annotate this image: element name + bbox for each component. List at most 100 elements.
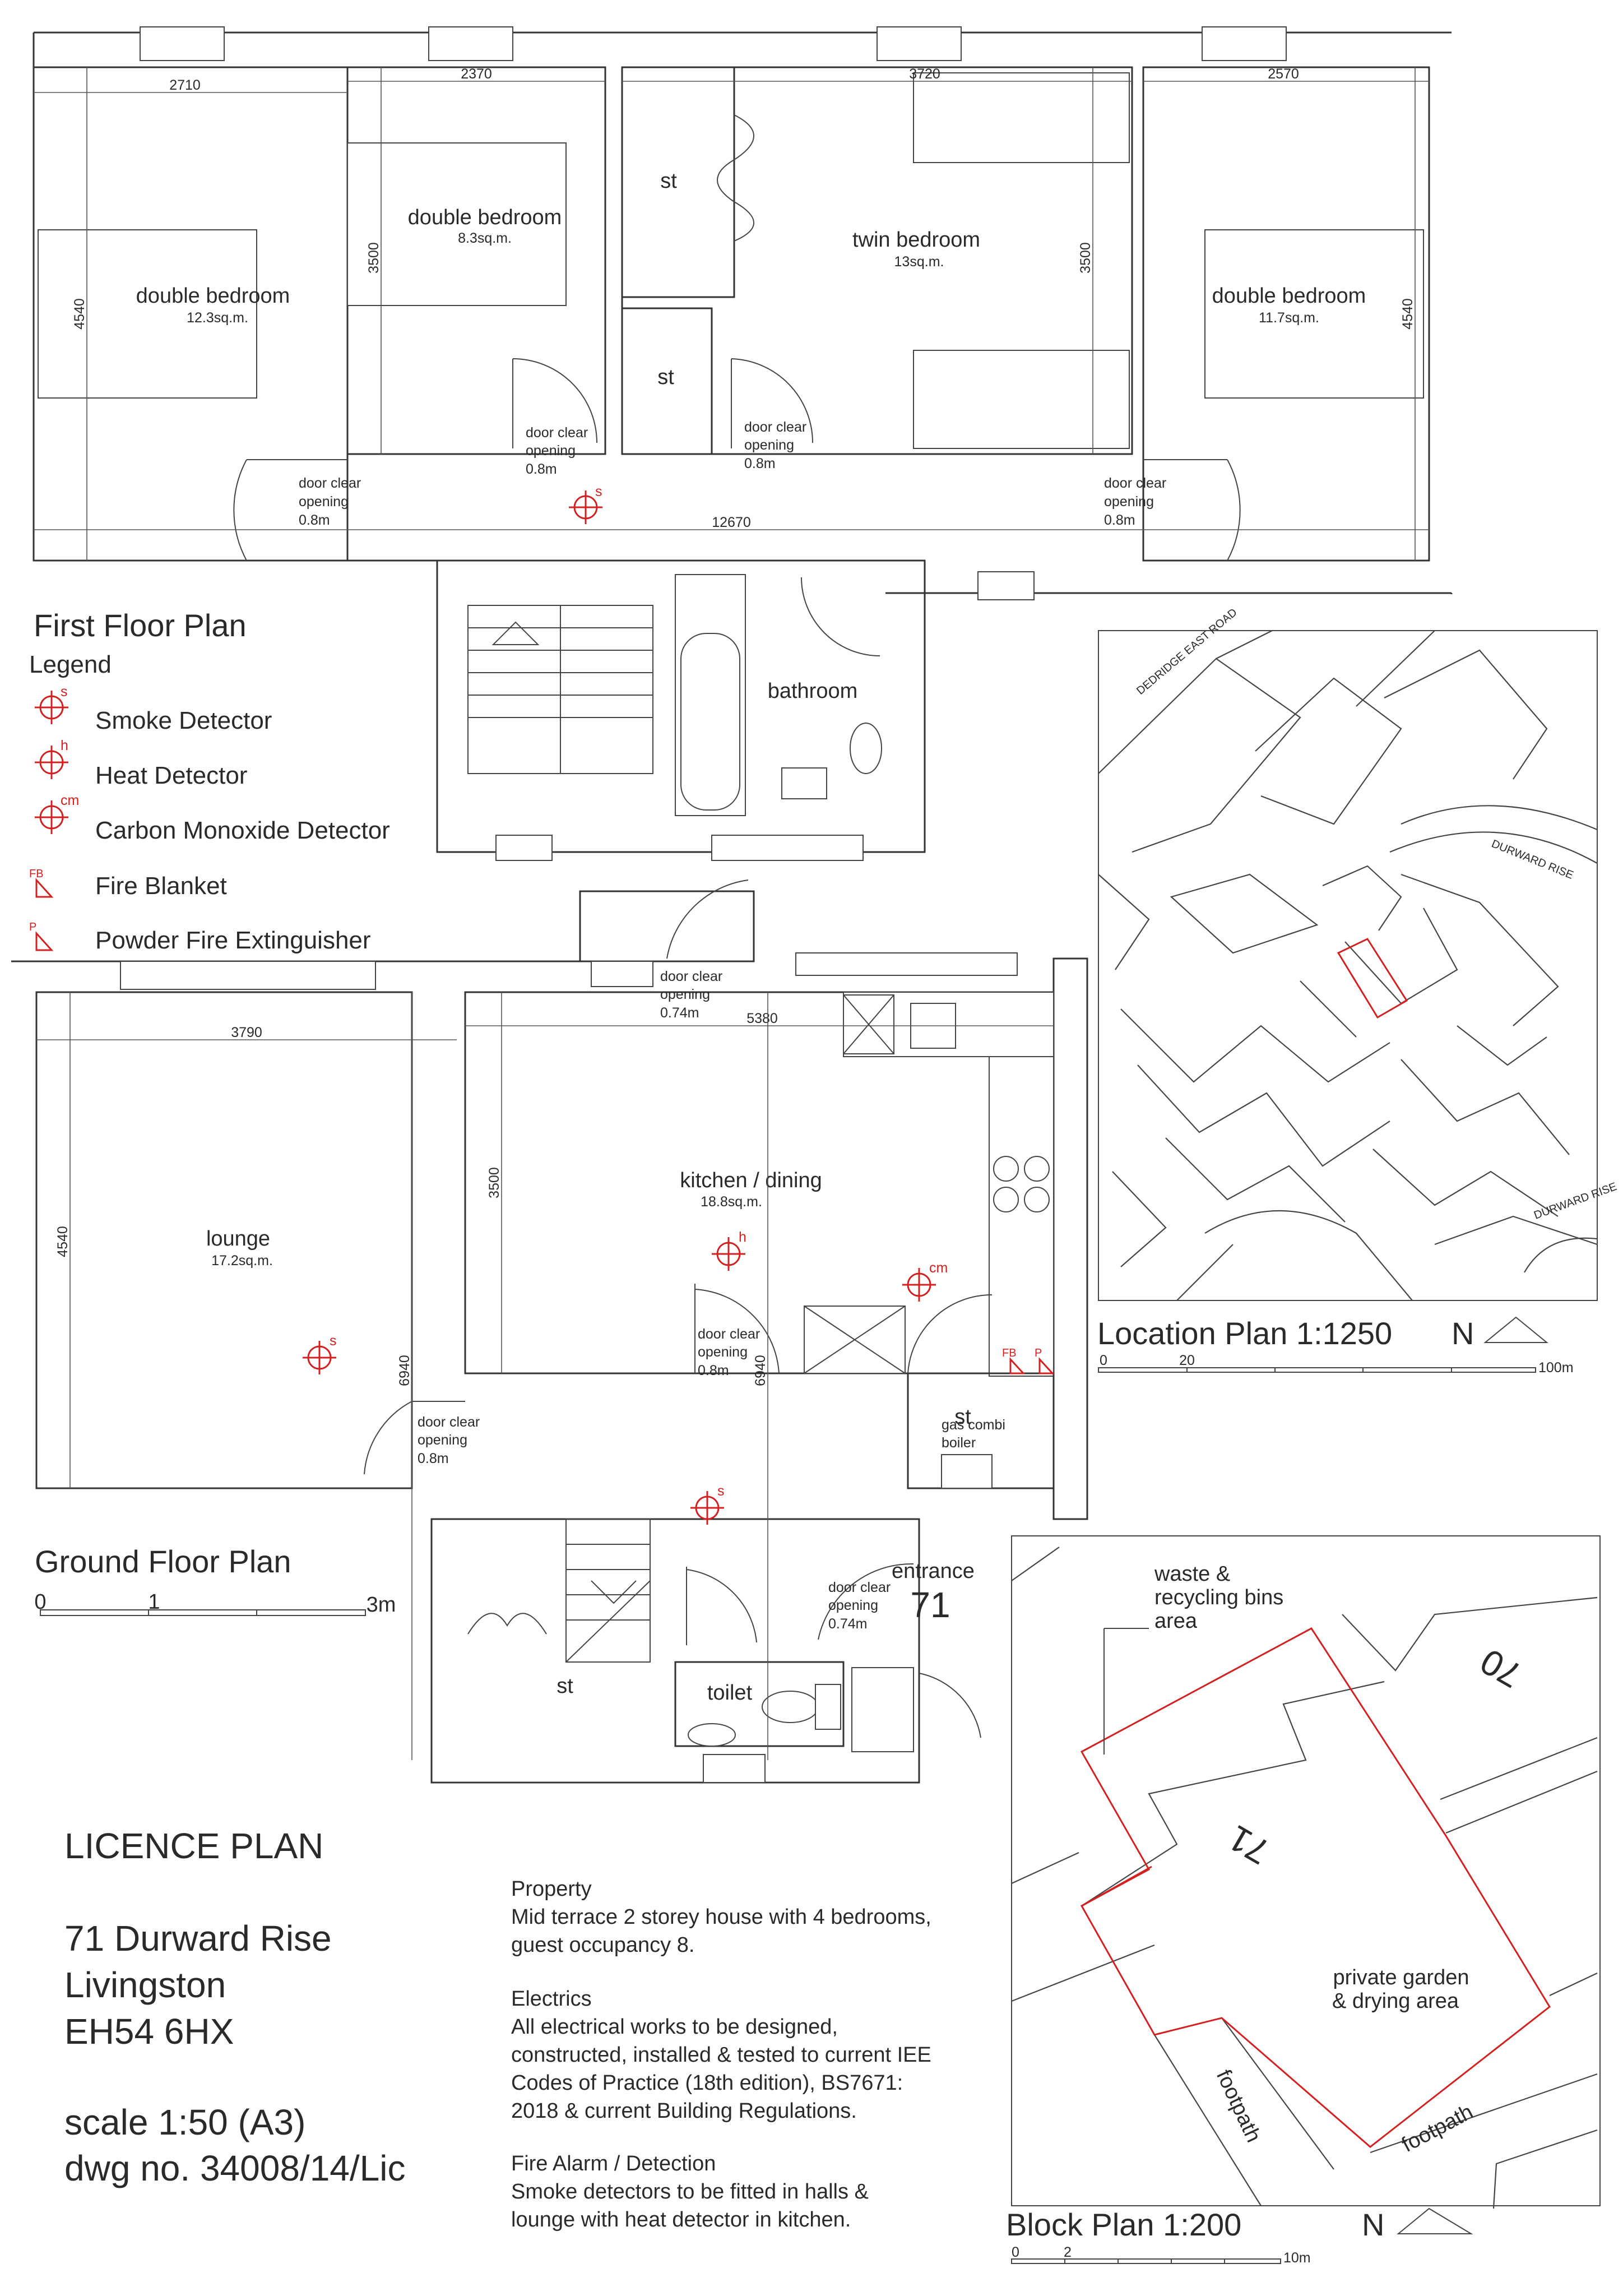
svg-text:17.2sq.m.: 17.2sq.m. (211, 1253, 273, 1269)
svg-text:lounge: lounge (206, 1227, 270, 1251)
svg-text:3m: 3m (367, 1593, 396, 1617)
svg-text:Fire Blanket: Fire Blanket (95, 872, 227, 900)
smoke-detector-icon: s (569, 484, 602, 524)
location-plan: DEDRIDGE EAST ROAD DURWARD RISE DURWARD … (1097, 606, 1619, 1376)
svg-text:door clear: door clear (660, 969, 722, 984)
hob-icon (993, 1156, 1050, 1212)
svg-text:double bedroom: double bedroom (136, 284, 290, 308)
svg-text:Smoke detectors to be fitted i: Smoke detectors to be fitted in halls & (511, 2180, 869, 2204)
first-floor-plan (33, 26, 1453, 861)
svg-text:opening: opening (828, 1598, 878, 1613)
svg-text:70: 70 (1473, 1641, 1528, 1696)
svg-text:0: 0 (34, 1590, 46, 1614)
svg-text:6940: 6940 (397, 1355, 412, 1386)
svg-text:door clear: door clear (299, 475, 361, 491)
carbon-monoxide-detector-icon: cm (902, 1260, 948, 1302)
svg-text:3500: 3500 (486, 1167, 502, 1198)
svg-text:double bedroom: double bedroom (1212, 284, 1366, 308)
legend-fire-blanket: FB Fire Blanket (29, 868, 227, 900)
svg-text:11.7sq.m.: 11.7sq.m. (1259, 310, 1319, 326)
smoke-detector-hall-icon: s (690, 1483, 725, 1525)
svg-text:st: st (657, 365, 674, 389)
svg-text:waste &: waste & (1154, 1562, 1230, 1586)
svg-text:footpath: footpath (1398, 2100, 1477, 2157)
svg-text:constructed, installed & teste: constructed, installed & tested to curre… (511, 2043, 931, 2067)
drawing-number: dwg no. 34008/14/Lic (64, 2148, 405, 2188)
svg-text:h: h (61, 738, 68, 753)
svg-text:opening: opening (698, 1344, 748, 1360)
notes: Property Mid terrace 2 storey house with… (511, 1877, 931, 2232)
svg-text:0.8m: 0.8m (418, 1451, 449, 1466)
svg-text:door clear: door clear (526, 425, 588, 441)
legend-smoke-detector: s Smoke Detector (35, 684, 272, 734)
smoke-detector-lounge-icon: s (303, 1333, 337, 1374)
north-arrow-icon (1483, 1316, 1548, 1343)
svg-text:Carbon Monoxide Detector: Carbon Monoxide Detector (95, 817, 390, 844)
svg-text:cm: cm (61, 793, 79, 808)
svg-text:2710: 2710 (169, 77, 201, 93)
svg-text:0.8m: 0.8m (526, 461, 557, 477)
svg-text:double bedroom: double bedroom (408, 206, 562, 229)
svg-text:2: 2 (1064, 2244, 1072, 2260)
svg-text:Smoke Detector: Smoke Detector (95, 707, 272, 734)
svg-text:opening: opening (744, 437, 794, 453)
block-plan-title: Block Plan 1:200 (1006, 2207, 1241, 2242)
svg-text:Heat Detector: Heat Detector (95, 762, 247, 789)
svg-text:area: area (1154, 1609, 1198, 1633)
svg-text:3500: 3500 (1078, 242, 1093, 274)
svg-text:Electrics: Electrics (511, 1987, 592, 2011)
svg-text:twin bedroom: twin bedroom (852, 228, 980, 252)
address-line-2: Livingston (64, 1965, 226, 2005)
svg-text:0.8m: 0.8m (744, 456, 776, 471)
svg-text:10m: 10m (1283, 2250, 1311, 2266)
svg-text:All electrical works to be des: All electrical works to be designed, (511, 2015, 838, 2039)
svg-text:bathroom: bathroom (768, 679, 858, 703)
svg-text:s: s (61, 684, 68, 700)
north-arrow-block-icon (1397, 2207, 1473, 2234)
svg-text:6940: 6940 (753, 1355, 768, 1386)
svg-text:Fire Alarm / Detection: Fire Alarm / Detection (511, 2152, 716, 2175)
drawing-title: LICENCE PLAN (64, 1826, 323, 1866)
svg-text:0.8m: 0.8m (299, 512, 330, 528)
svg-text:20: 20 (1179, 1353, 1195, 1368)
svg-text:toilet: toilet (707, 1681, 753, 1705)
legend-powder-extinguisher: P Powder Fire Extinguisher (29, 921, 371, 954)
legend-heat-detector: h Heat Detector (35, 738, 247, 789)
svg-text:door clear: door clear (1104, 475, 1166, 491)
svg-text:FB: FB (29, 868, 44, 880)
svg-text:N: N (1362, 2207, 1384, 2242)
title-block: LICENCE PLAN 71 Durward Rise Livingston … (64, 1826, 405, 2188)
block-scale-bar: 0 2 10m (1011, 2244, 1311, 2266)
svg-text:0.8m: 0.8m (698, 1363, 729, 1378)
svg-text:Codes of Practice (18th editio: Codes of Practice (18th edition), BS7671… (511, 2071, 903, 2095)
ground-floor-title: Ground Floor Plan (35, 1544, 291, 1579)
svg-text:door clear: door clear (418, 1414, 480, 1430)
svg-text:DURWARD RISE: DURWARD RISE (1490, 837, 1575, 882)
svg-text:71: 71 (1221, 1817, 1276, 1872)
location-plan-title: Location Plan 1:1250 (1097, 1316, 1392, 1351)
location-scale-bar: 0 20 100m (1098, 1353, 1574, 1376)
svg-text:st: st (557, 1674, 573, 1698)
stair-treads-first (468, 605, 653, 774)
svg-text:2570: 2570 (1268, 66, 1299, 82)
fire-blanket-icon: FB (1002, 1347, 1026, 1374)
svg-text:FB: FB (1002, 1347, 1017, 1359)
svg-text:h: h (739, 1229, 746, 1245)
svg-text:& drying area: & drying area (1332, 1989, 1459, 2013)
svg-text:3500: 3500 (366, 242, 382, 274)
svg-text:door clear: door clear (698, 1326, 760, 1342)
location-map-lines (1098, 630, 1598, 1301)
svg-text:boiler: boiler (942, 1435, 976, 1451)
svg-text:12670: 12670 (712, 515, 751, 530)
address-line-3: EH54 6HX (64, 2011, 234, 2052)
svg-text:2370: 2370 (461, 66, 492, 82)
svg-text:5380: 5380 (746, 1011, 778, 1026)
block-site-outline (1080, 1627, 1551, 2148)
svg-text:kitchen / dining: kitchen / dining (680, 1169, 822, 1192)
svg-text:0.74m: 0.74m (828, 1616, 867, 1632)
address-line-1: 71 Durward Rise (64, 1918, 332, 1959)
svg-text:4540: 4540 (72, 298, 87, 330)
svg-text:door clear: door clear (744, 419, 806, 435)
ground-floor-plan (11, 879, 1088, 1784)
